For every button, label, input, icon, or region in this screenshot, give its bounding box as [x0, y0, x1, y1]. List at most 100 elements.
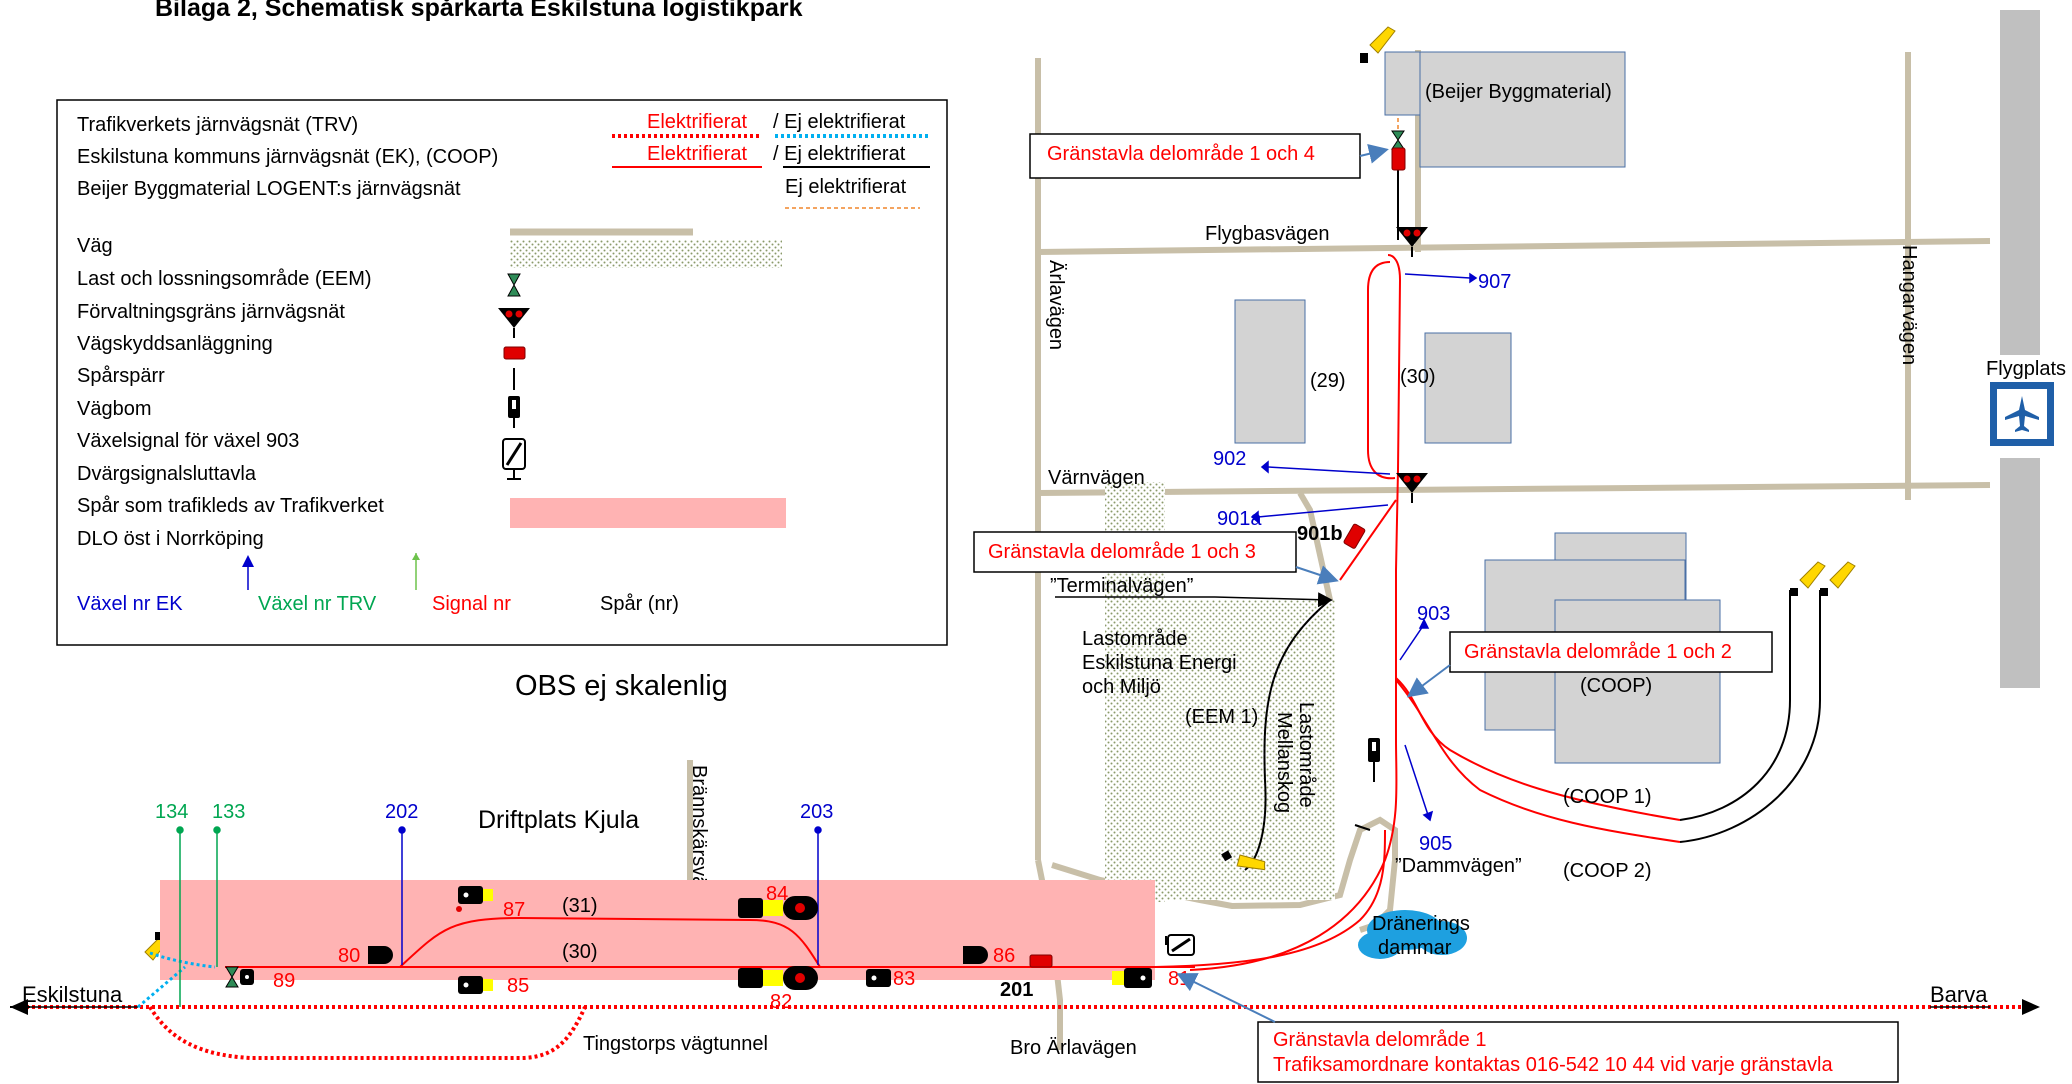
switch-markers-north	[1250, 272, 1478, 822]
legend-row-beijer: Beijer Byggmaterial LOGENT:s järnvägsnät	[77, 178, 461, 200]
legend-row-ek: Eskilstuna kommuns järnvägsnät (EK), (CO…	[77, 146, 498, 168]
legend-spar-nr: Spår (nr)	[600, 593, 679, 615]
boundary-box-1-2	[1449, 631, 1773, 673]
track-coop-2	[1395, 679, 1681, 843]
track-901b	[1339, 499, 1397, 581]
track-label-coop1: (COOP 1)	[1563, 786, 1652, 808]
road-protection-icon	[1391, 147, 1406, 171]
legend-vaxel-ek: Växel nr EK	[77, 593, 183, 615]
switch-902: 902	[1213, 448, 1246, 470]
switch-905: 905	[1419, 833, 1452, 855]
building-30	[1424, 332, 1512, 444]
dwarf-signal-icon	[456, 886, 493, 912]
track-29-loop	[1367, 261, 1396, 480]
loading-area-icon	[225, 966, 254, 988]
coop-tracks-unelectrified	[1397, 160, 1821, 843]
label-varnvagen: Värnvägen	[1048, 467, 1145, 489]
label-beijer: (Beijer Byggmaterial)	[1425, 81, 1612, 103]
road-flygbasvagen	[1037, 238, 1991, 255]
legend-row-forvaltningsgrans: Förvaltningsgräns järnvägsnät	[77, 301, 345, 323]
loading-ramp-icon	[1820, 561, 1856, 596]
road-protection-icon	[503, 346, 526, 360]
boundary-signal-icon	[1396, 227, 1428, 257]
airplane-icon	[1990, 382, 2054, 446]
boundary-signal-icon	[1396, 473, 1428, 503]
boundary-label-1-3: Gränstavla delområde 1 och 3	[988, 541, 1256, 563]
page-title: Bilaga 2, Schematisk spårkarta Eskilstun…	[155, 0, 803, 22]
road-network	[687, 50, 1991, 1050]
label-flygbasvagen: Flygbasvägen	[1205, 223, 1330, 245]
track-30-main	[1189, 254, 1402, 971]
track-blue-spur	[149, 951, 216, 969]
switch-907: 907	[1478, 271, 1511, 293]
dwarf-signal-icon	[1112, 968, 1152, 988]
legend-box: Trafikverkets järnvägsnät (TRV) Eskilstu…	[56, 99, 948, 646]
dwarf-signal-icon	[738, 966, 818, 990]
boundary-box-1-3	[973, 531, 1297, 573]
legend-row-vagskydd: Vägskyddsanläggning	[77, 333, 273, 355]
track-blue-connector	[137, 965, 186, 1009]
label-tingstorp: Tingstorps vägtunnel	[583, 1033, 768, 1055]
label-bro-arlavagen: Bro Ärlavägen	[1010, 1037, 1137, 1059]
boundary-label-1-line2: Trafiksamordnare kontaktas 016-542 10 44…	[1273, 1054, 1833, 1076]
road-protection-icon	[1343, 523, 1366, 549]
label-lastomrade-eem-2: Eskilstuna Energi	[1082, 652, 1237, 674]
switch-signal-icon	[502, 438, 526, 480]
signal-87: 87	[503, 899, 525, 921]
legend-ej-elektrifierat-3: Ej elektrifierat	[785, 176, 907, 198]
track-label-coop2: (COOP 2)	[1563, 860, 1652, 882]
dwarf-signal-icon	[368, 946, 393, 964]
label-terminalvagen: ”Terminalvägen”	[1050, 575, 1193, 597]
ek-tracks	[1189, 254, 1681, 971]
dwarf-signal-icon	[738, 896, 818, 920]
trv-area-kjula	[160, 880, 1155, 980]
building-beijer	[1419, 51, 1626, 168]
label-arlavagen: Ärlavägen	[1045, 260, 1067, 350]
boundary-box-1-4	[1029, 133, 1361, 179]
loading-area-icon	[1391, 130, 1405, 150]
switch-903: 903	[1417, 603, 1450, 625]
label-lastomrade-mellanskog-2: Mellanskog	[1273, 712, 1295, 813]
label-driftplats-kjula: Driftplats Kjula	[478, 806, 639, 834]
label-draneringsdammar-1: Dränerings	[1372, 913, 1470, 935]
dwarf-signal-icon	[458, 976, 493, 994]
switch-signal-icon	[1165, 934, 1195, 956]
switch-134: 134	[155, 801, 188, 823]
loading-ramp-icon	[1221, 850, 1266, 871]
pond-icon	[1358, 910, 1467, 959]
track-label-31: (31)	[562, 895, 598, 917]
boundary-signal-icon	[498, 308, 530, 338]
road-barrier-icon	[508, 396, 520, 428]
legend-row-vaxelsignal: Växelsignal för växel 903	[77, 430, 299, 452]
track-eem-1	[1244, 599, 1331, 871]
airport-strip-south	[2000, 458, 2040, 688]
signal-86: 86	[993, 945, 1015, 967]
boundary-label-1-2: Gränstavla delområde 1 och 2	[1464, 641, 1732, 663]
legend-loading-area-sample	[510, 240, 782, 268]
loading-ramp-icon	[1360, 26, 1396, 63]
track-label-29: (29)	[1310, 370, 1346, 392]
boundary-label-1-line1: Gränstavla delområde 1	[1273, 1029, 1486, 1051]
switch-202: 202	[385, 801, 418, 823]
road-lastomrade	[1051, 816, 1398, 933]
legend-trv-area-sample	[510, 498, 786, 528]
loading-area-icon	[507, 273, 521, 297]
road-barrier-icon	[1368, 738, 1380, 782]
legend-row-eem: Last och lossningsområde (EEM)	[77, 268, 372, 290]
legend-elektrifierat-1: Elektrifierat	[647, 111, 747, 133]
track-tingstorp-loop	[148, 1005, 587, 1060]
place-eskilstuna: Eskilstuna	[22, 982, 123, 1007]
boundary-box-1	[1257, 1021, 1899, 1083]
boundary-label-1-4: Gränstavla delområde 1 och 4	[1047, 143, 1315, 165]
track-label-201: 201	[1000, 979, 1033, 1001]
label-lastomrade-eem-1: Lastområde	[1082, 628, 1188, 650]
building-coop-main	[1554, 599, 1721, 764]
legend-elektrifierat-2: Elektrifierat	[647, 143, 747, 165]
legend-row-sparsparr: Spårspärr	[77, 365, 165, 387]
switch-133: 133	[212, 801, 245, 823]
airport-strip-north	[2000, 10, 2040, 355]
switch-901a: 901a	[1217, 508, 1262, 530]
track-30-east	[1154, 829, 1386, 968]
legend-ej-elektrifierat-2: / Ej elektrifierat	[773, 143, 906, 165]
scale-note: OBS ej skalenlig	[515, 670, 728, 702]
